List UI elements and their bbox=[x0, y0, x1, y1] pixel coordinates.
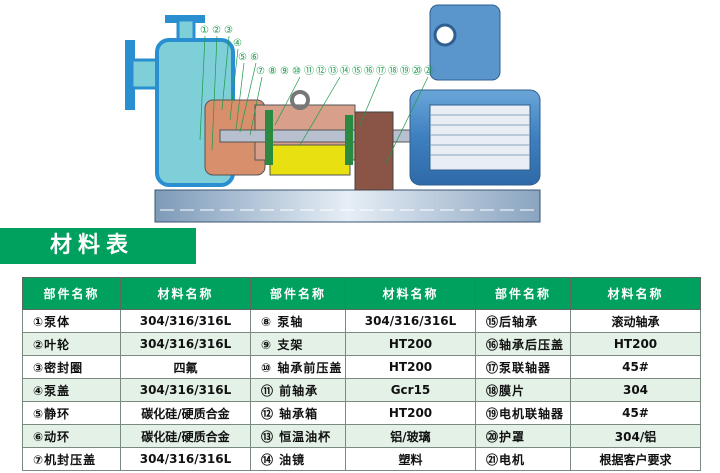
part-name-cell: ⑦机封压盖 bbox=[22, 447, 121, 471]
part-name-cell: ②叶轮 bbox=[22, 332, 121, 356]
callout-6: ⑥ bbox=[250, 52, 259, 63]
material-name-cell: 304/316/316L bbox=[120, 447, 251, 471]
part-name-cell: ⑱膜片 bbox=[475, 378, 571, 402]
callout-13: ⑬ bbox=[328, 65, 338, 77]
callout-15: ⑮ bbox=[352, 65, 362, 77]
material-name-cell: 45# bbox=[570, 401, 701, 425]
base-plate bbox=[154, 189, 541, 223]
part-name-cell: ⑧ 泵轴 bbox=[250, 309, 346, 333]
part-name-cell: ⑨ 支架 bbox=[250, 332, 346, 356]
part-name-cell: ⑭ 油镜 bbox=[250, 447, 346, 471]
part-name-cell: ⑤静环 bbox=[22, 401, 121, 425]
part-name-cell: ⑫ 轴承箱 bbox=[250, 401, 346, 425]
header-material-name: 材料名称 bbox=[570, 277, 701, 310]
part-name-cell: ⑪ 前轴承 bbox=[250, 378, 346, 402]
callout-19: ⑲ bbox=[400, 65, 410, 77]
material-name-cell: 304/316/316L bbox=[120, 378, 251, 402]
callout-10: ⑩ bbox=[292, 66, 301, 77]
material-name-cell: Gcr15 bbox=[345, 378, 476, 402]
material-name-cell: 滚动轴承 bbox=[570, 309, 701, 333]
callout-5: ⑤ bbox=[238, 52, 247, 63]
table-header-row: 部件名称 材料名称 部件名称 材料名称 部件名称 材料名称 bbox=[22, 277, 701, 310]
callout-21: ㉑ bbox=[424, 65, 434, 77]
pump-cutaway-diagram: ① ② ③ ④ ⑤ ⑥ ⑦ ⑧ ⑨ ⑩ ⑪ ⑫ ⑬ ⑭ ⑮ ⑯ ⑰ ⑱ ⑲ ⑳ … bbox=[125, 4, 541, 223]
material-name-cell: 塑料 bbox=[345, 447, 476, 471]
callout-14: ⑭ bbox=[340, 65, 350, 77]
material-name-cell: 304/316/316L bbox=[120, 309, 251, 333]
material-name-cell: 铝/玻璃 bbox=[345, 424, 476, 448]
material-name-cell: 304/铝 bbox=[570, 424, 701, 448]
material-name-cell: HT200 bbox=[570, 332, 701, 356]
header-part-name: 部件名称 bbox=[22, 277, 121, 310]
material-name-cell: HT200 bbox=[345, 355, 476, 379]
material-name-cell: 304/316/316L bbox=[345, 309, 476, 333]
part-name-cell: ⑩ 轴承前压盖 bbox=[250, 355, 346, 379]
callout-8: ⑧ bbox=[268, 66, 277, 77]
part-name-cell: ⑮后轴承 bbox=[475, 309, 571, 333]
material-name-cell: 四氟 bbox=[120, 355, 251, 379]
material-name-cell: 45# bbox=[570, 355, 701, 379]
part-name-cell: ①泵体 bbox=[22, 309, 121, 333]
callout-labels: ① ② ③ ④ ⑤ ⑥ ⑦ ⑧ ⑨ ⑩ ⑪ ⑫ ⑬ ⑭ ⑮ ⑯ ⑰ ⑱ ⑲ ⑳ … bbox=[200, 25, 434, 77]
material-name-cell: 304/316/316L bbox=[120, 332, 251, 356]
material-name-cell: 碳化硅/硬质合金 bbox=[120, 424, 251, 448]
part-name-cell: ③密封圈 bbox=[22, 355, 121, 379]
callout-leader-lines bbox=[199, 35, 429, 166]
part-name-cell: ⑯轴承后压盖 bbox=[475, 332, 571, 356]
motor bbox=[409, 4, 541, 186]
part-name-cell: ⑬ 恒温油杯 bbox=[250, 424, 346, 448]
callout-20: ⑳ bbox=[412, 65, 422, 77]
callout-9: ⑨ bbox=[280, 66, 289, 77]
coupling-guard bbox=[354, 111, 394, 191]
header-material-name: 材料名称 bbox=[345, 277, 476, 310]
material-name-cell: HT200 bbox=[345, 332, 476, 356]
part-name-cell: ⑳护罩 bbox=[475, 424, 571, 448]
callout-18: ⑱ bbox=[388, 65, 398, 77]
material-name-cell: 碳化硅/硬质合金 bbox=[120, 401, 251, 425]
callout-11: ⑪ bbox=[304, 65, 314, 77]
material-name-cell: 根据客户要求 bbox=[570, 447, 701, 471]
part-name-cell: ⑲电机联轴器 bbox=[475, 401, 571, 425]
bearing-housing bbox=[204, 90, 411, 176]
header-part-name: 部件名称 bbox=[475, 277, 571, 310]
part-name-cell: ⑰泵联轴器 bbox=[475, 355, 571, 379]
materials-table-title: 材料表 bbox=[0, 228, 196, 264]
callout-16: ⑯ bbox=[364, 65, 374, 77]
header-material-name: 材料名称 bbox=[120, 277, 251, 310]
material-name-cell: HT200 bbox=[345, 401, 476, 425]
callout-4: ④ bbox=[233, 38, 242, 49]
callout-7: ⑦ bbox=[256, 66, 265, 77]
callout-3: ③ bbox=[224, 25, 233, 36]
part-name-cell: ㉑电机 bbox=[475, 447, 571, 471]
material-name-cell: 304 bbox=[570, 378, 701, 402]
header-part-name: 部件名称 bbox=[250, 277, 346, 310]
callout-17: ⑰ bbox=[376, 65, 386, 77]
part-name-cell: ④泵盖 bbox=[22, 378, 121, 402]
callout-1: ① bbox=[200, 25, 209, 36]
part-name-cell: ⑥动环 bbox=[22, 424, 121, 448]
callout-12: ⑫ bbox=[316, 65, 326, 77]
callout-2: ② bbox=[212, 25, 221, 36]
